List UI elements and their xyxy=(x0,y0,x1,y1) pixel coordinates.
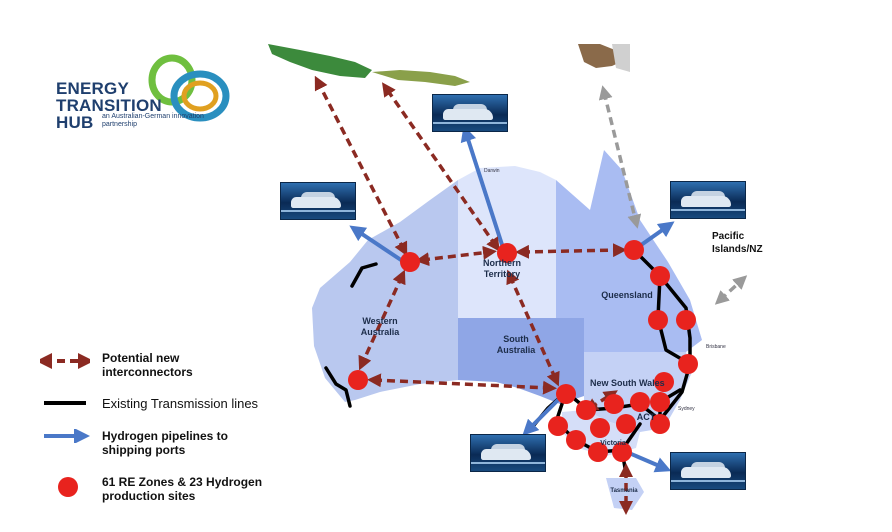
zone-nt xyxy=(497,243,517,263)
legend-label-zones: 61 RE Zones & 23 Hydrogen production sit… xyxy=(102,475,263,503)
transmission-line-qld-inner xyxy=(656,274,692,366)
zone-pilbara xyxy=(400,252,420,272)
city-brisbane: Brisbane xyxy=(706,344,726,350)
ship-image-qld xyxy=(670,181,746,219)
blue-arrow-icon xyxy=(44,429,90,443)
zone-nsw-west xyxy=(604,394,624,414)
zone-sa-2 xyxy=(576,400,596,420)
logo-line-1: ENERGY xyxy=(56,79,129,98)
label-nt: Northern Territory xyxy=(483,258,521,279)
zone-vic-2 xyxy=(590,418,610,438)
pacific-label: Pacific Islands/NZ xyxy=(712,231,763,255)
city-darwin: Darwin xyxy=(484,168,500,174)
dashed-arrow-icon xyxy=(40,353,90,369)
label-qld: Queensland xyxy=(601,290,653,300)
zone-nsw-south xyxy=(650,414,670,434)
ship-image-darwin xyxy=(432,94,508,132)
label-wa: Western Australia xyxy=(360,316,400,337)
zone-qld-mackay xyxy=(650,266,670,286)
ship-image-pilbara xyxy=(280,182,356,220)
logo-title: ENERGY TRANSITION HUB xyxy=(56,80,162,131)
zone-sa-3 xyxy=(548,416,568,436)
logo-subtitle: an Australian-German innovation partners… xyxy=(102,113,204,128)
zone-qld-south xyxy=(678,354,698,374)
interconnector-pilbara-sw xyxy=(358,269,406,371)
legend-item-pipelines: Hydrogen pipelines to shipping ports xyxy=(40,429,242,457)
zone-sa-1 xyxy=(556,384,576,404)
ship-image-sa xyxy=(470,434,546,472)
zone-vic-3 xyxy=(616,414,636,434)
legend-item-zones: 61 RE Zones & 23 Hydrogen production sit… xyxy=(40,475,292,503)
logo-swirl-icon xyxy=(148,54,230,122)
legend-label-pipelines: Hydrogen pipelines to shipping ports xyxy=(102,429,229,457)
red-dot-icon xyxy=(58,477,78,497)
interconnector-wa-nt xyxy=(415,245,497,267)
papua-east xyxy=(612,44,630,72)
legend-label-transmission: Existing Transmission lines xyxy=(102,396,259,411)
interconnector-qld-papua xyxy=(598,85,642,229)
zone-sw-wa xyxy=(348,370,368,390)
legend-item-transmission: Existing Transmission lines xyxy=(40,397,258,411)
ship-image-vic xyxy=(670,452,746,490)
interconnector-nt-sa xyxy=(506,269,560,387)
zone-qld-north xyxy=(624,240,644,260)
legend-label-interconnectors: Potential new interconnectors xyxy=(102,351,193,379)
zone-qld-central-2 xyxy=(676,310,696,330)
indonesia-islands xyxy=(268,44,372,78)
zone-nsw-north-2 xyxy=(650,392,670,412)
city-sydney: Sydney xyxy=(678,406,695,412)
re-zones xyxy=(348,240,698,462)
pacific-links xyxy=(598,85,748,305)
region-nt xyxy=(458,166,556,318)
interconnector-pacific xyxy=(714,275,748,305)
zone-nsw-central xyxy=(630,392,650,412)
logo-line-2: TRANSITION xyxy=(56,96,162,115)
label-act: ACT xyxy=(636,412,656,422)
zone-qld-central-1 xyxy=(648,310,668,330)
timor-islands xyxy=(372,70,470,86)
label-tas: Tasmania xyxy=(610,488,638,494)
label-nsw: New South Wales xyxy=(590,378,665,388)
interconnector-sw-sa xyxy=(367,373,557,395)
interconnector-pilbara-asia xyxy=(314,75,408,257)
label-vic: Victoria xyxy=(600,440,626,447)
zone-nsw-north-1 xyxy=(654,372,674,392)
interconnector-nt-asia xyxy=(382,82,500,252)
interconnector-nt-qld xyxy=(515,243,627,259)
black-line-icon xyxy=(44,401,86,405)
zone-vic-4 xyxy=(588,442,608,462)
logo-line-3: HUB xyxy=(56,113,94,132)
energy-transition-hub-logo: ENERGY TRANSITION HUB an Australian-Germ… xyxy=(56,50,246,140)
label-sa: South Australia xyxy=(496,334,536,355)
potential-interconnectors xyxy=(314,75,633,515)
legend-item-interconnectors: Potential new interconnectors xyxy=(40,351,222,379)
zone-vic-1 xyxy=(566,430,586,450)
transmission-line-pilbara xyxy=(350,262,378,288)
zone-vic-5 xyxy=(612,442,632,462)
transmission-line-southwest xyxy=(324,366,352,408)
